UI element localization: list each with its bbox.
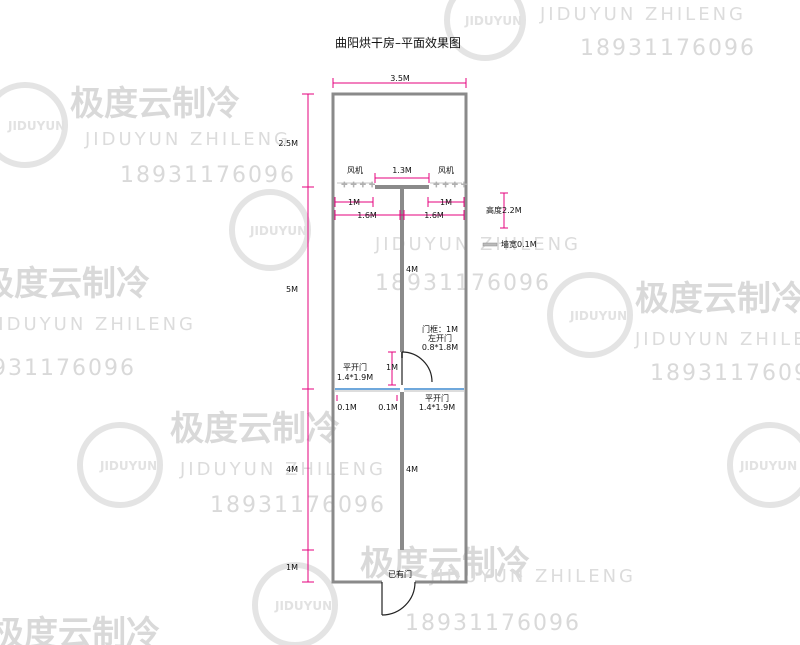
dim-span-right: 1.6M: [424, 211, 444, 220]
svg-text:JIDUYUN: JIDUYUN: [274, 599, 332, 613]
dim-h-lower: 4M: [286, 465, 298, 474]
watermark-phone: 18931176096: [210, 493, 386, 518]
dim-wall-lower: 4M: [406, 465, 418, 474]
watermark-logo-2: JIDUYUN: [444, 0, 526, 61]
watermark-brand-cn: 极度云制冷: [0, 264, 150, 304]
door-frame-label-2: 左开门: [428, 333, 452, 343]
svg-text:JIDUYUN: JIDUYUN: [739, 459, 797, 473]
watermark-brand-cn: 极度云制冷: [70, 84, 240, 124]
slide-door-left-label-1: 平开门: [343, 362, 367, 372]
watermark-brand-cn: 极度云制冷: [635, 279, 800, 319]
dim-span-left: 1.6M: [357, 211, 377, 220]
watermark-phone: 18931176096: [580, 36, 756, 61]
dim-fan-right-1m: 1M: [440, 198, 452, 207]
sliding-doors: [335, 388, 464, 392]
existing-door: [381, 581, 416, 616]
watermark-logo-1: JIDUYUN: [0, 82, 68, 168]
existing-door-label: 已有门: [388, 569, 412, 579]
dim-h-bottom: 1M: [286, 563, 298, 572]
swing-door-center: [401, 351, 433, 385]
watermark-brand-cn: 极度云制冷: [360, 544, 530, 584]
watermark-brand-en: JIDUYUN ZHILENG: [429, 566, 636, 587]
door-frame-label-1: 门框：1M: [422, 324, 458, 334]
watermark-phone: 18931176096: [405, 611, 581, 636]
dimension-lines: [302, 78, 508, 583]
watermark-brand-en: JIDUYUN ZHILENG: [84, 129, 291, 150]
dim-side-left: 0.1M: [337, 403, 357, 412]
fan-label-left: 风机: [347, 165, 363, 175]
svg-text:JIDUYUN: JIDUYUN: [464, 14, 522, 28]
watermark-logo-4: JIDUYUN: [547, 272, 633, 358]
dim-door-side: 1M: [386, 363, 398, 372]
watermark-logo-3: JIDUYUN: [229, 189, 311, 271]
watermark-logo-7: JIDUYUN: [252, 562, 338, 645]
dim-width-total: 3.5M: [390, 74, 410, 83]
watermark-brand-en: JIDUYUN ZHILENG: [374, 234, 581, 255]
entrance-gap: [382, 579, 415, 585]
fan-row-left: + + + +: [337, 180, 376, 189]
slide-door-right-label-1: 平开门: [425, 393, 449, 403]
svg-text:JIDUYUN: JIDUYUN: [249, 224, 307, 238]
watermark-brand-en: JIDUYUN ZHILENG: [179, 459, 386, 480]
dim-h-top: 2.5M: [278, 139, 298, 148]
dim-fan-gap: 1.3M: [392, 166, 412, 175]
wall-legend-swatch: [482, 242, 498, 247]
dim-wall-upper: 4M: [406, 265, 418, 274]
svg-text:+ + + +: + + + +: [433, 180, 467, 189]
dim-side-mid: 0.1M: [378, 403, 398, 412]
watermark-logo-5: JIDUYUN: [77, 422, 163, 508]
watermark-phone: 18931176096: [120, 163, 296, 188]
svg-text:+ + + +: + + + +: [341, 180, 375, 189]
watermark-brand-en: JIDUYUN ZHILENG: [0, 314, 196, 335]
slide-door-left-label-2: 1.4*1.9M: [337, 373, 373, 382]
watermark-logo-6: JIDUYUN: [727, 422, 800, 508]
fan-row-right: + + + +: [430, 180, 468, 189]
slide-door-right-label-2: 1.4*1.9M: [419, 403, 455, 412]
door-frame-label-3: 0.8*1.8M: [422, 343, 458, 352]
watermark-brand-cn: 极度云制冷: [170, 409, 340, 449]
height-label: 高度2.2M: [486, 205, 522, 215]
page-title: 曲阳烘干房–平面效果图: [335, 35, 461, 50]
fan-label-right: 风机: [438, 165, 454, 175]
svg-text:JIDUYUN: JIDUYUN: [569, 309, 627, 323]
svg-text:JIDUYUN: JIDUYUN: [99, 459, 157, 473]
watermark-phone: 18931176096: [0, 356, 136, 381]
watermark-brand-en: JIDUYUN ZHILENG: [634, 329, 800, 350]
watermark-phone: 18931176096: [650, 361, 800, 386]
wall-legend-label: 墙宽0.1M: [501, 239, 537, 249]
svg-text:JIDUYUN: JIDUYUN: [7, 119, 65, 133]
watermark-brand-cn: 极度云制冷: [0, 614, 160, 645]
dim-h-mid: 5M: [286, 285, 298, 294]
dim-fan-left-1m: 1M: [348, 198, 360, 207]
watermark-brand-en: JIDUYUN ZHILENG: [539, 4, 746, 25]
